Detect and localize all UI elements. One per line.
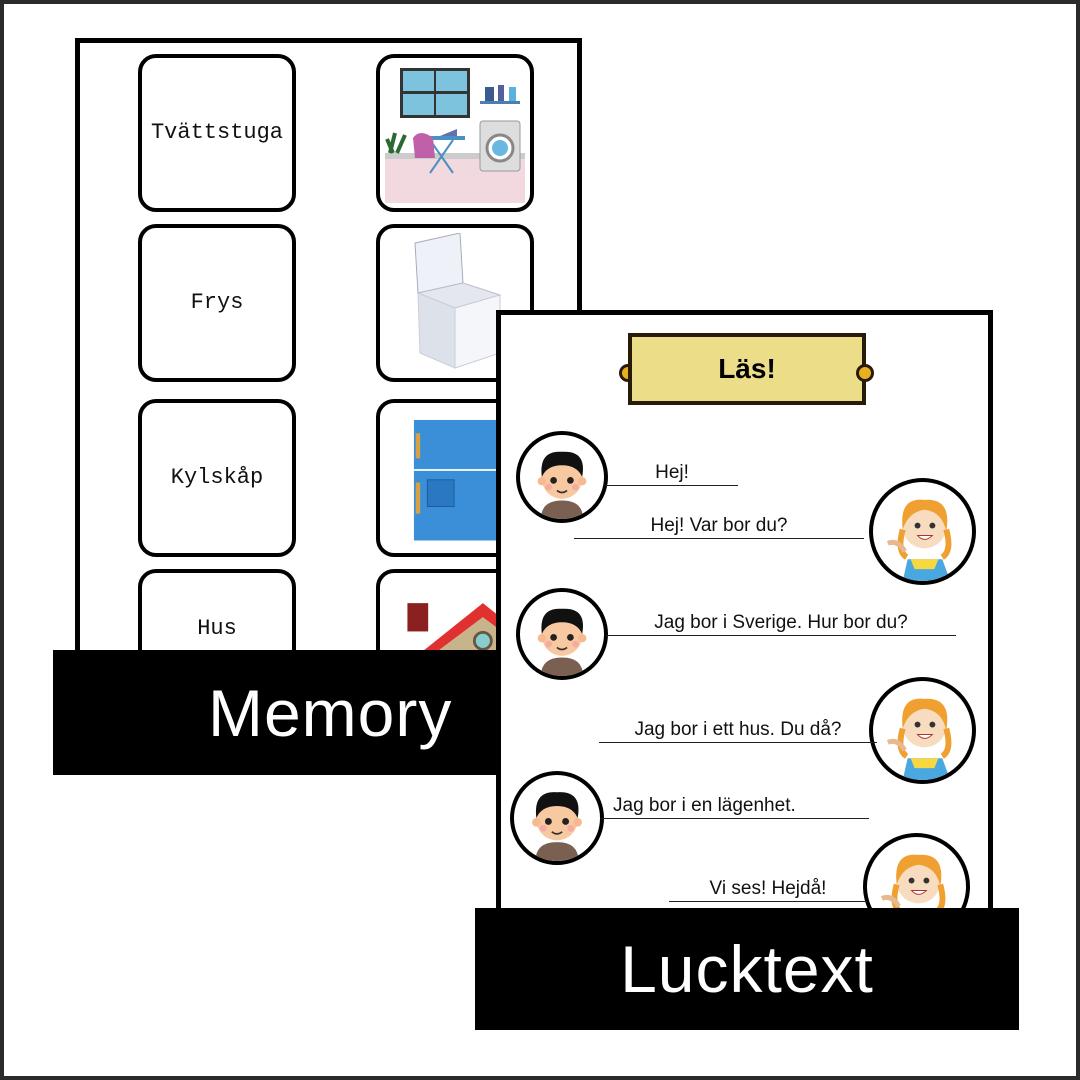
word-label: Hus [197,616,237,641]
word-card[interactable]: Tvättstuga [138,54,296,212]
title-plaque: Läs! [628,333,866,405]
laundry-room-icon [385,68,525,203]
dialog-line[interactable]: Hej! [606,462,738,486]
memory-banner-label: Memory [208,675,453,750]
word-card[interactable]: Kylskåp [138,399,296,557]
lucktext-banner: Lucktext [475,908,1019,1030]
lucktext-banner-label: Lucktext [620,932,874,1006]
boy-face-icon [537,451,587,519]
boy-face-icon [537,608,587,676]
word-label: Kylskåp [170,465,264,490]
boy-avatar [510,771,604,865]
title-label: Läs! [718,353,776,384]
girl-face-icon [886,698,952,780]
dialog-line[interactable]: Jag bor i Sverige. Hur bor du? [606,612,956,636]
memory-banner: Memory [53,650,503,775]
boy-face-icon [532,792,582,861]
dialog-line[interactable]: Hej! Var bor du? [574,515,864,539]
boy-avatar [516,588,608,680]
word-label: Frys [190,290,244,315]
dialog-line[interactable]: Vi ses! Hejdå! [669,878,867,902]
picture-card[interactable] [376,54,534,212]
boy-avatar [516,431,608,523]
title-knob-right [856,364,874,382]
word-card[interactable]: Frys [138,224,296,382]
girl-avatar [869,677,976,784]
dialog-line[interactable]: Jag bor i ett hus. Du då? [599,719,877,743]
word-label: Tvättstuga [150,120,284,145]
fridge-icon [413,419,513,541]
dialog-line[interactable]: Jag bor i en lägenhet. [601,795,869,819]
chest-freezer-icon [414,233,502,369]
girl-face-icon [886,499,952,581]
lucktext-sheet: Läs! Hej! Hej! Var bor du? Jag bor i Sve… [496,310,993,940]
girl-avatar [869,478,976,585]
